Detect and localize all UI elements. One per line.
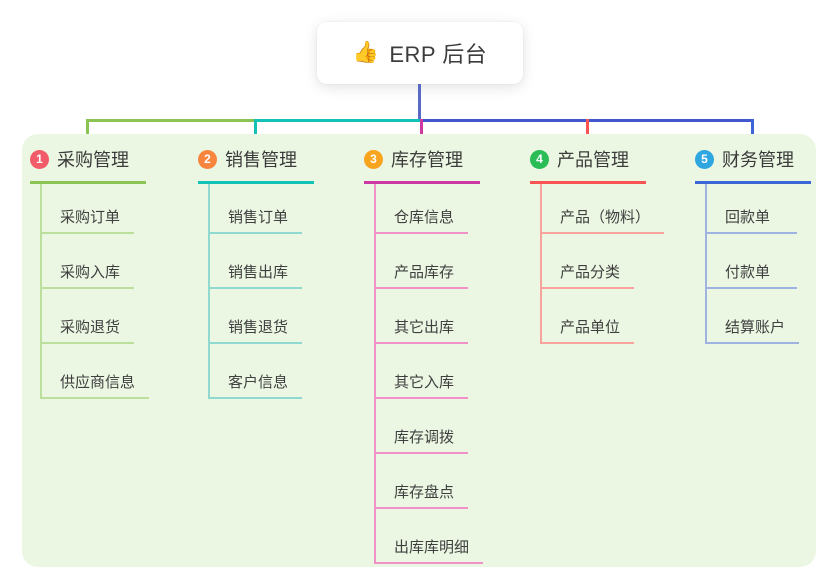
drop-finance-line: [751, 119, 754, 146]
child-item[interactable]: 产品单位: [542, 289, 635, 344]
child-item[interactable]: 销售出库: [210, 234, 303, 289]
branch-product-children: 产品（物料） 产品分类 产品单位: [540, 184, 665, 344]
child-item[interactable]: 仓库信息: [376, 184, 469, 234]
child-item[interactable]: 付款单: [707, 234, 797, 289]
drop-product-line: [586, 119, 589, 146]
child-item[interactable]: 客户信息: [210, 344, 303, 399]
root-node[interactable]: 👍 ERP 后台: [317, 22, 523, 84]
drop-inventory-line: [420, 119, 423, 146]
branch-product-badge: 4: [530, 149, 549, 169]
branch-purchase-title[interactable]: 1 采购管理: [30, 146, 146, 184]
branch-inventory-title[interactable]: 3 库存管理: [364, 146, 480, 184]
branch-product-label: 产品管理: [557, 150, 629, 170]
branch-purchase: 1 采购管理 采购订单 采购入库 采购退货 供应商信息: [30, 146, 150, 399]
branch-purchase-children: 采购订单 采购入库 采购退货 供应商信息: [40, 184, 150, 399]
branch-finance: 5 财务管理 回款单 付款单 结算账户: [695, 146, 811, 344]
branch-sales-label: 销售管理: [225, 150, 297, 170]
child-item[interactable]: 销售订单: [210, 184, 303, 234]
branch-product-title[interactable]: 4 产品管理: [530, 146, 646, 184]
branch-finance-children: 回款单 付款单 结算账户: [705, 184, 811, 344]
child-item[interactable]: 供应商信息: [42, 344, 150, 399]
root-connector-line: [418, 84, 421, 119]
branch-inventory: 3 库存管理 仓库信息 产品库存 其它出库 其它入库 库存调拨 库存盘点 出库库…: [364, 146, 484, 564]
child-item[interactable]: 其它出库: [376, 289, 469, 344]
child-item[interactable]: 销售退货: [210, 289, 303, 344]
child-item[interactable]: 产品分类: [542, 234, 635, 289]
child-item[interactable]: 采购入库: [42, 234, 135, 289]
branch-inventory-children: 仓库信息 产品库存 其它出库 其它入库 库存调拨 库存盘点 出库库明细: [374, 184, 484, 564]
branch-purchase-badge: 1: [30, 149, 49, 169]
branch-inventory-badge: 3: [364, 149, 383, 169]
trunk-teal-line: [254, 119, 420, 122]
child-item[interactable]: 库存盘点: [376, 454, 469, 509]
thumbs-up-icon: 👍: [352, 41, 380, 64]
branches-panel: [22, 134, 816, 567]
child-item[interactable]: 产品库存: [376, 234, 469, 289]
child-item[interactable]: 采购退货: [42, 289, 135, 344]
root-title: ERP 后台: [389, 42, 488, 67]
branch-sales: 2 销售管理 销售订单 销售出库 销售退货 客户信息: [198, 146, 314, 399]
branch-sales-badge: 2: [198, 149, 217, 169]
child-item[interactable]: 库存调拨: [376, 399, 469, 454]
branch-finance-badge: 5: [695, 149, 714, 169]
child-item[interactable]: 回款单: [707, 184, 797, 234]
child-item[interactable]: 出库库明细: [376, 509, 484, 564]
drop-sales-line: [254, 119, 257, 146]
child-item[interactable]: 采购订单: [42, 184, 135, 234]
branch-purchase-label: 采购管理: [57, 150, 129, 170]
branch-sales-children: 销售订单 销售出库 销售退货 客户信息: [208, 184, 314, 399]
child-item[interactable]: 其它入库: [376, 344, 469, 399]
child-item[interactable]: 产品（物料）: [542, 184, 665, 234]
child-item[interactable]: 结算账户: [707, 289, 800, 344]
branch-sales-title[interactable]: 2 销售管理: [198, 146, 314, 184]
branch-inventory-label: 库存管理: [391, 150, 463, 170]
trunk-green-line: [86, 119, 257, 122]
branch-product: 4 产品管理 产品（物料） 产品分类 产品单位: [530, 146, 665, 344]
branch-finance-title[interactable]: 5 财务管理: [695, 146, 811, 184]
drop-purchase-line: [86, 119, 89, 146]
branch-finance-label: 财务管理: [722, 150, 794, 170]
